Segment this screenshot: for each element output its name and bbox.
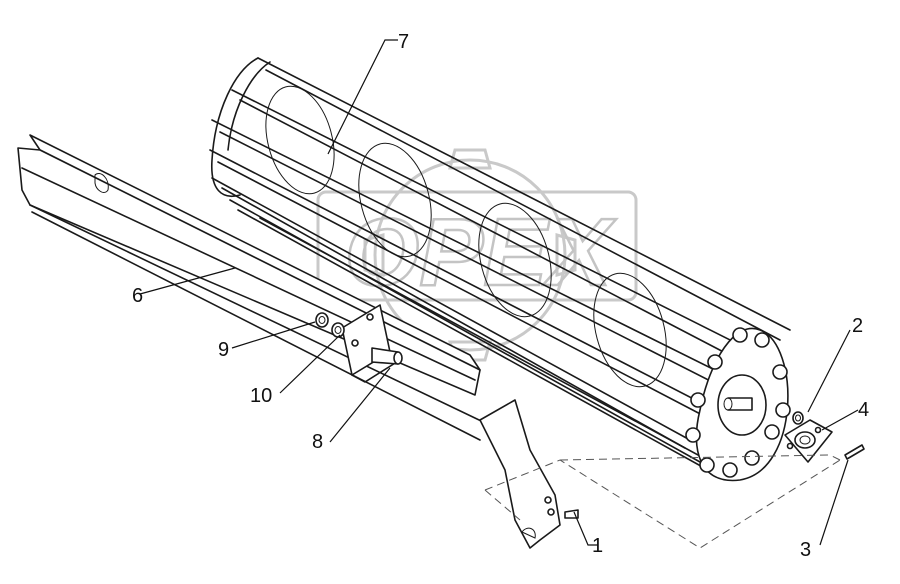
leader-lines xyxy=(139,39,859,546)
item-label-7: 7 xyxy=(398,31,409,53)
item-label-3: 3 xyxy=(800,539,811,561)
item-label-10: 10 xyxy=(250,385,272,407)
item-label-8: 8 xyxy=(312,431,323,453)
mounting-bracket xyxy=(315,304,403,383)
item-label-2: 2 xyxy=(852,315,863,337)
item-label-9: 9 xyxy=(218,339,229,361)
assembly-lines xyxy=(484,454,841,549)
bearing-flange xyxy=(784,411,865,463)
item-label-1: 1 xyxy=(592,535,603,557)
side-bracket xyxy=(479,399,579,549)
item-label-4: 4 xyxy=(858,399,869,421)
item-label-6: 6 xyxy=(132,285,143,307)
roller-cage xyxy=(209,57,791,482)
